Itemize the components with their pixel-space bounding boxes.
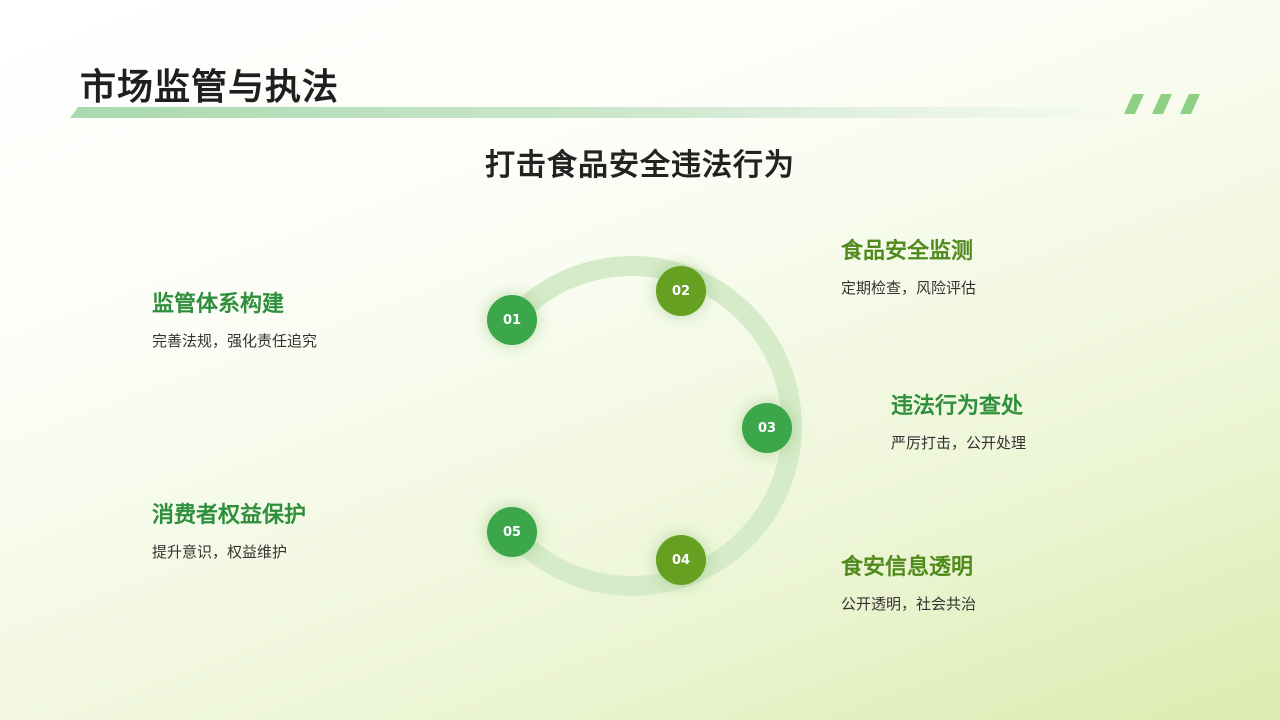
step-5-desc: 提升意识，权益维护 — [152, 543, 288, 561]
step-node-4: 04 — [656, 535, 706, 585]
step-node-2: 02 — [656, 266, 706, 316]
decorative-stripes — [1124, 94, 1208, 114]
step-4: 食安信息透明 公开透明，社会共治 — [841, 549, 976, 614]
step-node-5: 05 — [487, 507, 537, 557]
diagram-subtitle: 打击食品安全违法行为 — [485, 148, 795, 183]
page-title: 市场监管与执法 — [80, 67, 340, 108]
step-1-title: 监管体系构建 — [152, 292, 285, 317]
step-1-desc: 完善法规，强化责任追究 — [152, 332, 318, 350]
step-3-title: 违法行为查处 — [891, 394, 1024, 419]
step-node-3: 03 — [742, 403, 792, 453]
step-2-title: 食品安全监测 — [841, 239, 974, 264]
step-5-title: 消费者权益保护 — [152, 503, 307, 528]
step-5: 消费者权益保护 提升意识，权益维护 — [152, 497, 306, 562]
step-1: 监管体系构建 完善法规，强化责任追究 — [152, 286, 317, 351]
step-node-1: 01 — [487, 295, 537, 345]
step-3: 违法行为查处 严厉打击，公开处理 — [891, 388, 1026, 453]
step-2-desc: 定期检查，风险评估 — [841, 279, 977, 297]
step-4-title: 食安信息透明 — [841, 555, 974, 580]
step-3-desc: 严厉打击，公开处理 — [891, 434, 1027, 452]
step-4-desc: 公开透明，社会共治 — [841, 595, 977, 613]
step-2: 食品安全监测 定期检查，风险评估 — [841, 233, 976, 298]
title-underline-bar — [70, 107, 1130, 118]
